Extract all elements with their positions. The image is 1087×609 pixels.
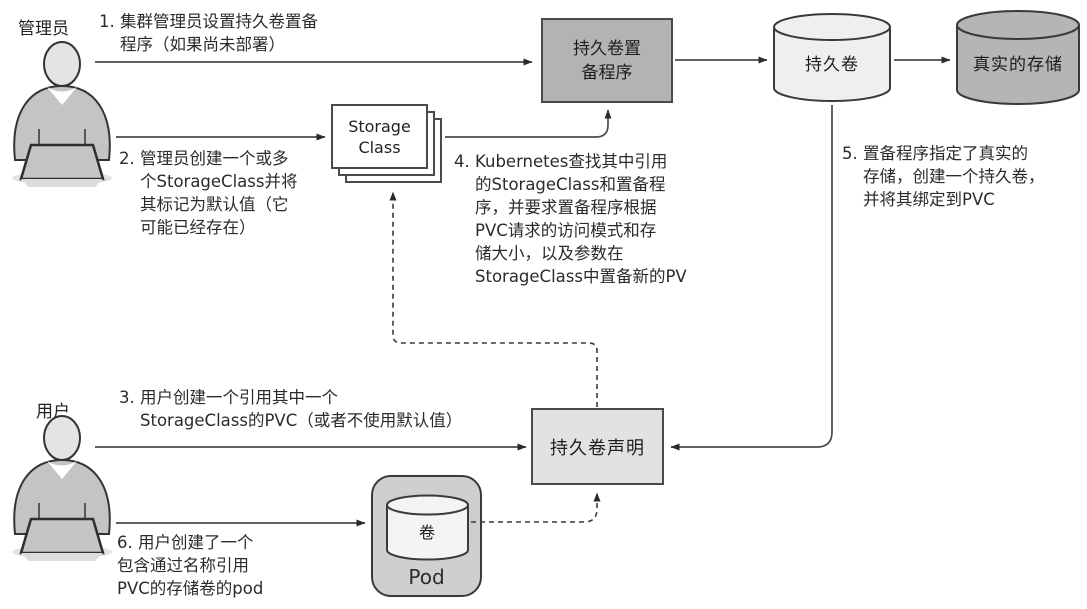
volume-node: 卷 bbox=[385, 494, 470, 562]
pod-label: Pod bbox=[408, 565, 445, 589]
volume-label: 卷 bbox=[418, 523, 436, 542]
cylinder-shape bbox=[773, 13, 891, 102]
arrow-pv-to-pvc bbox=[670, 105, 833, 451]
pvc-node: 持久卷声明 bbox=[531, 408, 664, 485]
step5-text: 5. 置备程序指定了真实的 存储，创建一个持久卷， 并将其绑定到PVC bbox=[842, 144, 1045, 209]
pod-node: 卷 Pod bbox=[371, 475, 482, 597]
step4-text: 4. Kubernetes查找其中引用 的StorageClass和置备程 序，… bbox=[454, 152, 687, 286]
user-label: 用户 bbox=[36, 402, 70, 422]
real-storage-label: 真实的存储 bbox=[973, 54, 1063, 75]
persistent-volume-label: 持久卷 bbox=[805, 54, 859, 75]
storage-class-node: Storage Class bbox=[331, 104, 428, 169]
step3-text: 3. 用户创建一个引用其中一个 StorageClass的PVC（或者不使用默认… bbox=[119, 388, 463, 430]
step2-text: 2. 管理员创建一个或多 个StorageClass并将 其标记为默认值（它 可… bbox=[119, 149, 298, 237]
cylinder-shape bbox=[956, 10, 1080, 105]
admin-person-icon bbox=[12, 41, 112, 187]
cylinder-shape bbox=[386, 494, 469, 561]
provisioner-node: 持久卷置 备程序 bbox=[541, 18, 673, 103]
persistent-volume-node: 持久卷 bbox=[772, 12, 892, 104]
arrow-storage-class-to-provisioner bbox=[445, 109, 612, 138]
admin-label: 管理员 bbox=[18, 19, 69, 39]
user-person-icon bbox=[12, 415, 112, 561]
step6-text: 6. 用户创建了一个 包含通过名称引用 PVC的存储卷的pod bbox=[117, 533, 264, 598]
step1-text: 1. 集群管理员设置持久卷置备 程序（如果尚未部署） bbox=[99, 12, 318, 54]
dashed-arrow-volume-to-pvc bbox=[471, 492, 601, 523]
real-storage-node: 真实的存储 bbox=[955, 9, 1081, 107]
